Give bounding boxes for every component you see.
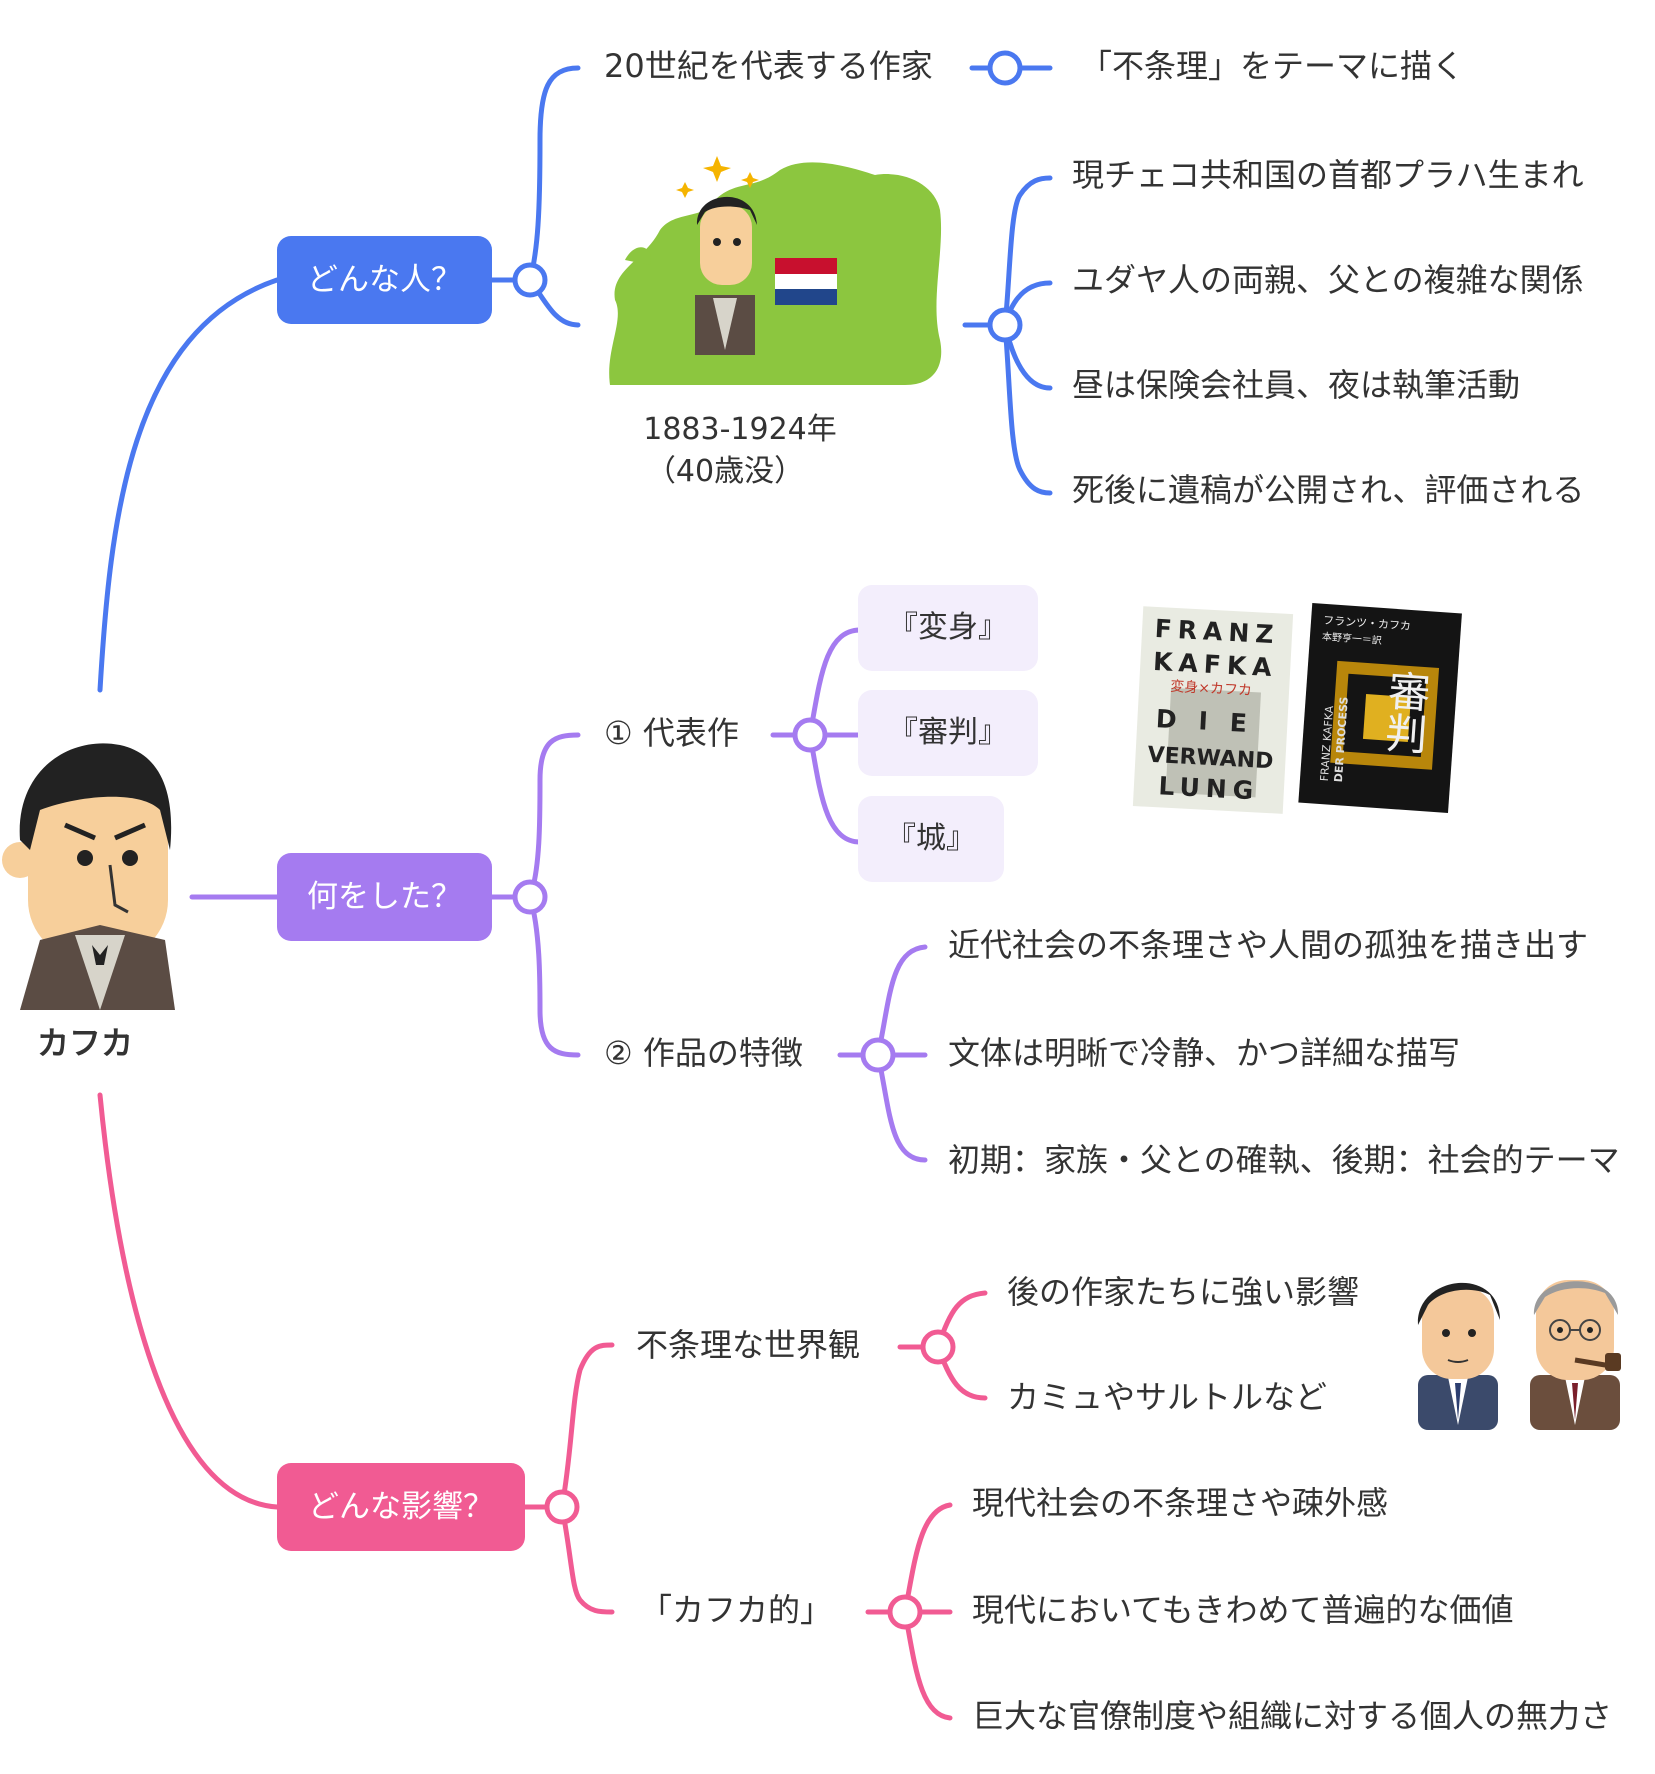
kafkaesque-alienation[interactable]: 現代社会の不条理さや疎外感 xyxy=(972,1484,1389,1522)
book2-spine-title: DER PROCESS xyxy=(1332,696,1351,783)
influence-writers[interactable]: 後の作家たちに強い影響 xyxy=(1007,1273,1360,1311)
lifespan-years: 1883-1924年 xyxy=(643,412,837,447)
feature-absurdity-isolation[interactable]: 近代社会の不条理さや人間の孤独を描き出す xyxy=(948,926,1589,964)
book1-subtitle: 変身×カフカ xyxy=(1170,678,1253,699)
category-did[interactable]: 何をした？ xyxy=(277,853,492,941)
node-dot-writer xyxy=(987,50,1023,86)
europe-map-illustration xyxy=(609,156,942,385)
book2-author: フランツ・カフカ xyxy=(1323,614,1412,633)
node-absurd-theme[interactable]: 「不条理」をテーマに描く xyxy=(1080,47,1465,85)
fact-birthplace[interactable]: 現チェコ共和国の首都プラハ生まれ xyxy=(1072,156,1584,194)
fact-legacy[interactable]: 死後に遺稿が公開され、評価される xyxy=(1072,471,1585,509)
fact-work[interactable]: 昼は保険会社員、夜は執筆活動 xyxy=(1072,366,1521,404)
book1-title-line2: KAFKA xyxy=(1152,647,1278,682)
book-cover-metamorphosis: FRANZ KAFKA 変身×カフカ DIE VERWAND LUNG xyxy=(1132,606,1294,814)
book1-title-line3: DIE xyxy=(1155,704,1270,739)
category-influence[interactable]: どんな影響？ xyxy=(277,1463,525,1551)
node-absurd-worldview[interactable]: 不条理な世界観 xyxy=(636,1326,861,1364)
feature-themes[interactable]: 初期：家族・父との確執、後期：社会的テーマ xyxy=(948,1141,1620,1179)
book2-title: 審判 xyxy=(1378,668,1433,755)
work-trial[interactable]: 『審判』 xyxy=(858,690,1038,776)
node-dot-features xyxy=(860,1037,896,1073)
center-topic-label: カフカ xyxy=(37,1024,134,1062)
category-who[interactable]: どんな人？ xyxy=(277,236,492,324)
book2-translator: 本野亨一＝訳 xyxy=(1322,630,1383,647)
fact-family[interactable]: ユダヤ人の両親、父との複雑な関係 xyxy=(1072,261,1584,299)
book-cover-trial: フランツ・カフカ 本野亨一＝訳 審判 FRANZ KAFKA DER PROCE… xyxy=(1298,603,1462,813)
node-dot-absurd xyxy=(920,1329,956,1365)
work-metamorphosis[interactable]: 『変身』 xyxy=(858,585,1038,671)
node-works[interactable]: ① 代表作 xyxy=(604,714,739,752)
node-dot-kafkaesque xyxy=(887,1594,923,1630)
book2-spine-author: FRANZ KAFKA xyxy=(1318,705,1336,782)
node-dot-did xyxy=(512,879,548,915)
connector-center-influence xyxy=(97,1092,280,1510)
node-kafkaesque[interactable]: 「カフカ的」 xyxy=(640,1591,833,1629)
lifespan-age: （40歳没） xyxy=(645,454,805,489)
book1-title-line5: LUNG xyxy=(1158,771,1260,805)
node-features[interactable]: ② 作品の特徴 xyxy=(604,1034,803,1072)
work-castle[interactable]: 『城』 xyxy=(858,796,1004,882)
kafkaesque-bureaucracy[interactable]: 巨大な官僚制度や組織に対する個人の無力さ xyxy=(972,1697,1613,1735)
node-dot-influence xyxy=(544,1489,580,1525)
connector-center-who xyxy=(97,277,280,693)
node-dot-works xyxy=(792,717,828,753)
node-dot-who xyxy=(512,262,548,298)
node-dot-facts xyxy=(987,307,1023,343)
kafka-portrait-illustration xyxy=(2,743,175,1010)
kafkaesque-universal-value[interactable]: 現代においてもきわめて普遍的な価値 xyxy=(972,1591,1514,1629)
node-writer[interactable]: 20世紀を代表する作家 xyxy=(604,47,933,85)
book1-title-line1: FRANZ xyxy=(1154,614,1280,649)
influence-camus-sartre[interactable]: カミュやサルトルなど xyxy=(1007,1378,1328,1416)
writers-illustration xyxy=(1417,1280,1621,1430)
feature-style[interactable]: 文体は明晰で冷静、かつ詳細な描写 xyxy=(948,1034,1461,1072)
